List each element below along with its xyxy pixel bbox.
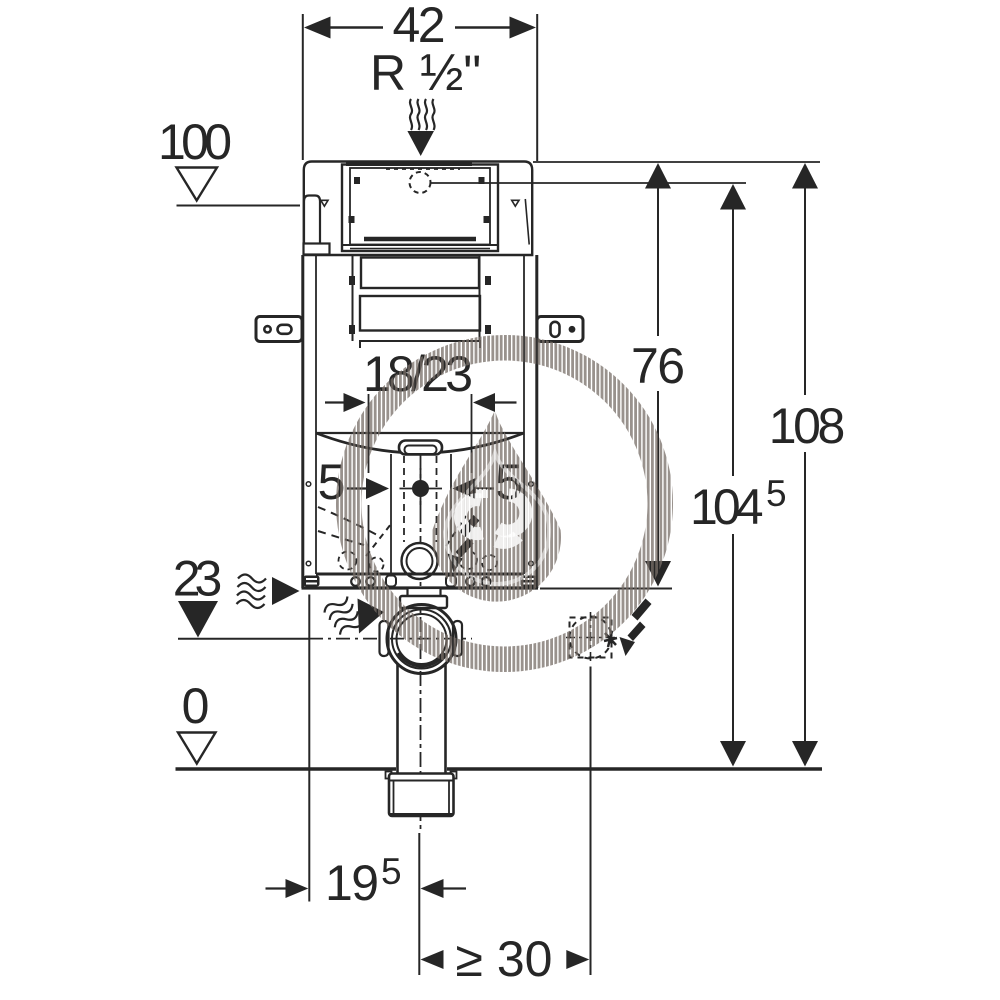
svg-text:R ½": R ½"	[370, 44, 481, 102]
svg-text:5: 5	[381, 851, 402, 892]
svg-text:100: 100	[158, 114, 232, 170]
svg-text:23: 23	[173, 551, 223, 607]
svg-text:76: 76	[631, 338, 685, 394]
svg-text:5: 5	[766, 473, 787, 514]
svg-text:108: 108	[769, 398, 846, 454]
svg-text:104: 104	[690, 479, 764, 535]
svg-text:19: 19	[325, 855, 379, 911]
svg-text:≥ 30: ≥ 30	[456, 931, 553, 987]
svg-text:42: 42	[393, 0, 446, 53]
svg-text:0: 0	[182, 678, 210, 734]
